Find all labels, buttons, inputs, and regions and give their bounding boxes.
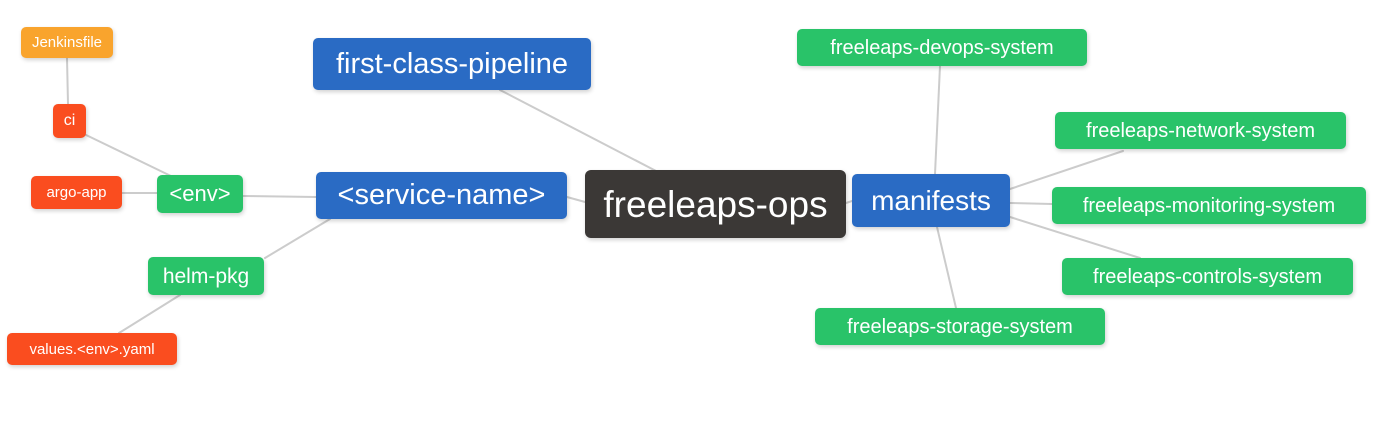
node-values-env-yaml[interactable]: values.<env>.yaml bbox=[7, 333, 177, 365]
edge-manifests-network bbox=[1009, 150, 1124, 190]
edge-ci-env bbox=[83, 133, 174, 178]
node-freeleaps-storage-system[interactable]: freeleaps-storage-system bbox=[815, 308, 1105, 345]
edge-manifests-devops bbox=[934, 65, 941, 175]
node-argo-app[interactable]: argo-app bbox=[31, 176, 122, 209]
edge-jenkinsfile-ci bbox=[66, 57, 69, 105]
edge-helm-pkg-values bbox=[118, 294, 181, 334]
edge-manifests-monitoring bbox=[1009, 202, 1053, 205]
node-manifests[interactable]: manifests bbox=[852, 174, 1010, 227]
node-helm-pkg[interactable]: helm-pkg bbox=[148, 257, 264, 295]
node-freeleaps-network-system[interactable]: freeleaps-network-system bbox=[1055, 112, 1346, 149]
node-freeleaps-monitoring-system[interactable]: freeleaps-monitoring-system bbox=[1052, 187, 1366, 224]
edge-manifests-storage bbox=[936, 226, 957, 309]
node-root-freeleaps-ops[interactable]: freeleaps-ops bbox=[585, 170, 846, 238]
node-ci[interactable]: ci bbox=[53, 104, 86, 138]
node-freeleaps-devops-system[interactable]: freeleaps-devops-system bbox=[797, 29, 1087, 66]
edge-env-service-name bbox=[242, 195, 317, 198]
edge-service-name-helm-pkg bbox=[264, 218, 331, 259]
edge-manifests-controls bbox=[1009, 216, 1141, 259]
node-env[interactable]: <env> bbox=[157, 175, 243, 213]
node-freeleaps-controls-system[interactable]: freeleaps-controls-system bbox=[1062, 258, 1353, 295]
edge-root-manifests bbox=[845, 200, 853, 204]
node-jenkinsfile[interactable]: Jenkinsfile bbox=[21, 27, 113, 58]
node-first-class-pipeline[interactable]: first-class-pipeline bbox=[313, 38, 591, 90]
edge-first-class-pipeline-root bbox=[499, 89, 659, 173]
node-service-name[interactable]: <service-name> bbox=[316, 172, 567, 219]
edge-service-name-root bbox=[566, 196, 586, 203]
